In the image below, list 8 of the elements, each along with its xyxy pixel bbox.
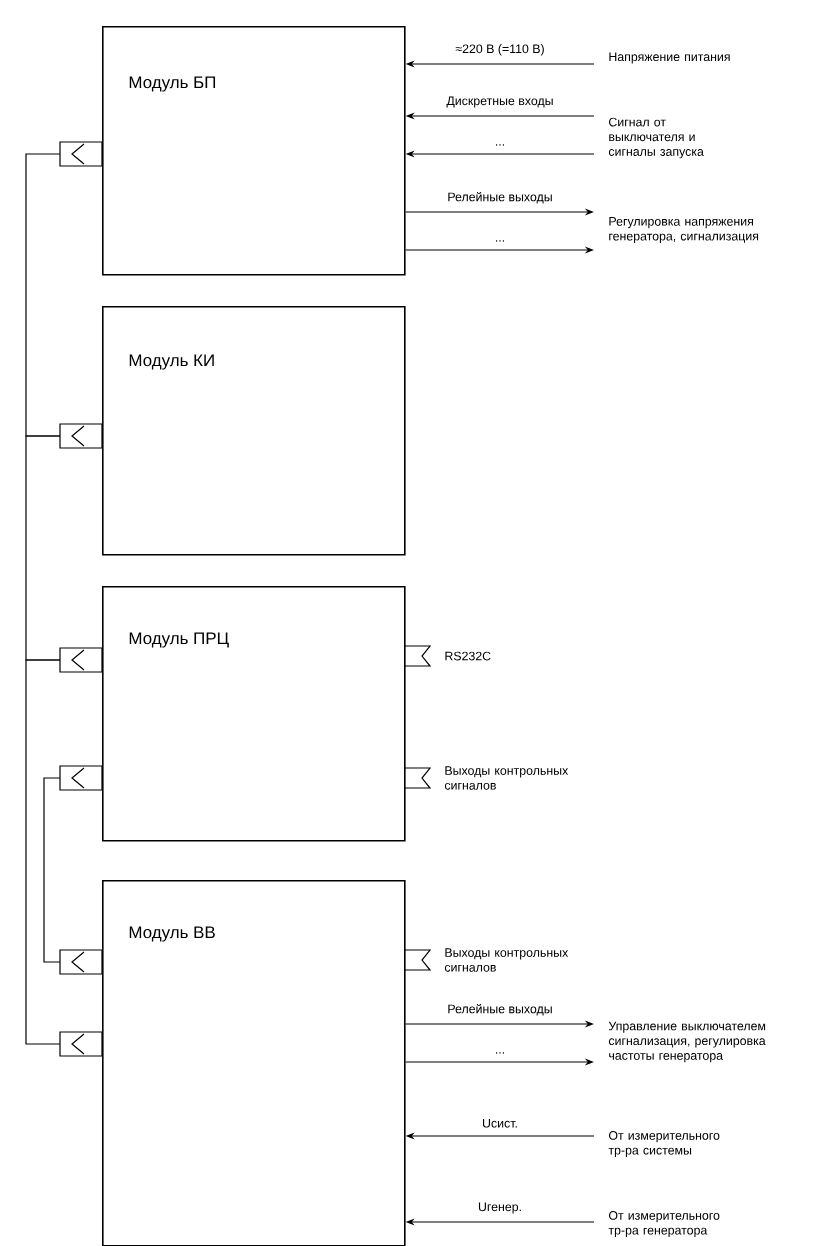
bus-line [25, 153, 61, 437]
module-box: Модуль ПРЦ [102, 586, 406, 842]
module-box: Модуль ВВ [102, 880, 406, 1246]
module-box: Модуль БП [102, 26, 406, 276]
bus-line [25, 659, 61, 1045]
bus-line [25, 435, 61, 661]
bus-line [43, 777, 61, 963]
module-box: Модуль КИ [102, 306, 406, 556]
